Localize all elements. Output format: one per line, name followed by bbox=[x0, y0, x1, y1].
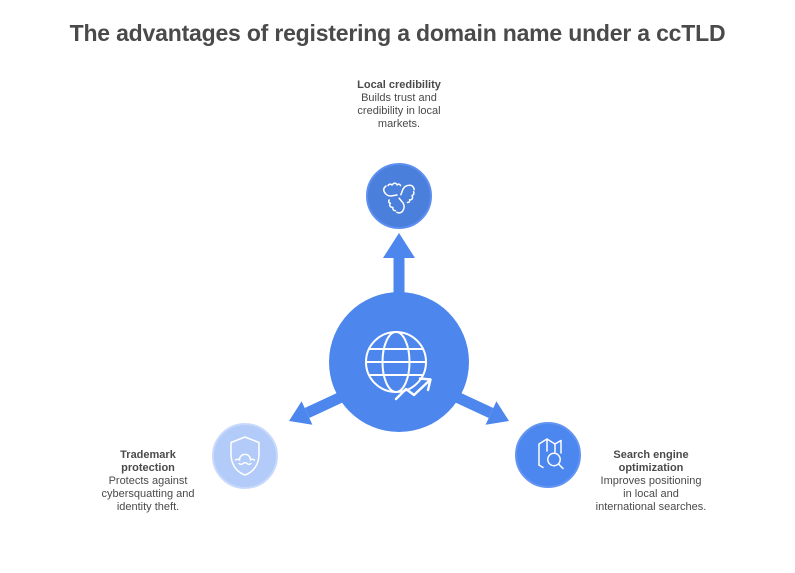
node-text-search-engine-optimization: Search engine optimization Improves posi… bbox=[595, 449, 707, 514]
shield-protection-icon bbox=[230, 436, 260, 476]
node-circle-search-engine-optimization bbox=[515, 422, 581, 488]
central-hub-circle bbox=[329, 292, 469, 432]
node-text-local-credibility: Local credibility Builds trust and credi… bbox=[344, 79, 454, 131]
map-search-icon bbox=[538, 438, 564, 470]
node-title: Local credibility bbox=[357, 79, 441, 91]
node-title: Trademark protection bbox=[120, 449, 176, 474]
node-circle-trademark-protection bbox=[212, 423, 278, 489]
globe-trend-icon bbox=[365, 331, 432, 401]
node-description: Improves positioning in local and intern… bbox=[595, 475, 707, 513]
node-title: Search engine optimization bbox=[613, 449, 689, 474]
page-title: The advantages of registering a domain n… bbox=[69, 20, 726, 46]
node-text-trademark-protection: Trademark protection Protects against cy… bbox=[96, 449, 200, 514]
node-circle-local-credibility bbox=[366, 163, 432, 229]
hands-teamwork-icon bbox=[382, 182, 415, 214]
node-description: Protects against cybersquatting and iden… bbox=[101, 475, 195, 513]
node-description: Builds trust and credibility in local ma… bbox=[357, 92, 441, 130]
arrow-up-icon bbox=[383, 233, 415, 300]
